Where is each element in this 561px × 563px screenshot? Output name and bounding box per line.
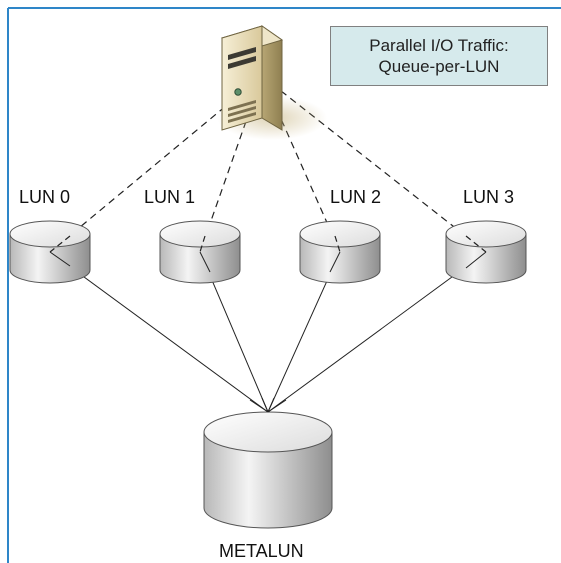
line-endings bbox=[49, 251, 487, 413]
server-icon bbox=[217, 25, 327, 140]
metalun-disk-icon bbox=[203, 411, 333, 529]
lun-2-label: LUN 2 bbox=[330, 187, 382, 207]
lun-3-label: LUN 3 bbox=[463, 187, 515, 207]
metalun-links bbox=[49, 251, 487, 413]
lun-1-label: LUN 1 bbox=[144, 187, 196, 207]
title-line-1: Parallel I/O Traffic: bbox=[369, 36, 509, 55]
link-lun0 bbox=[49, 251, 269, 413]
io-line-lun0 bbox=[49, 75, 263, 253]
disk-icon bbox=[299, 220, 381, 284]
title-line-2: Queue-per-LUN bbox=[378, 57, 500, 76]
link-lun3 bbox=[267, 251, 487, 413]
disk-icon bbox=[9, 220, 91, 284]
title-box: Parallel I/O Traffic: Queue-per-LUN bbox=[330, 26, 548, 86]
dash-endings bbox=[49, 235, 487, 253]
lun-0-label: LUN 0 bbox=[19, 187, 71, 207]
disk-icon bbox=[159, 220, 241, 284]
metalun-label: METALUN bbox=[219, 541, 304, 561]
disk-icon bbox=[445, 220, 527, 284]
